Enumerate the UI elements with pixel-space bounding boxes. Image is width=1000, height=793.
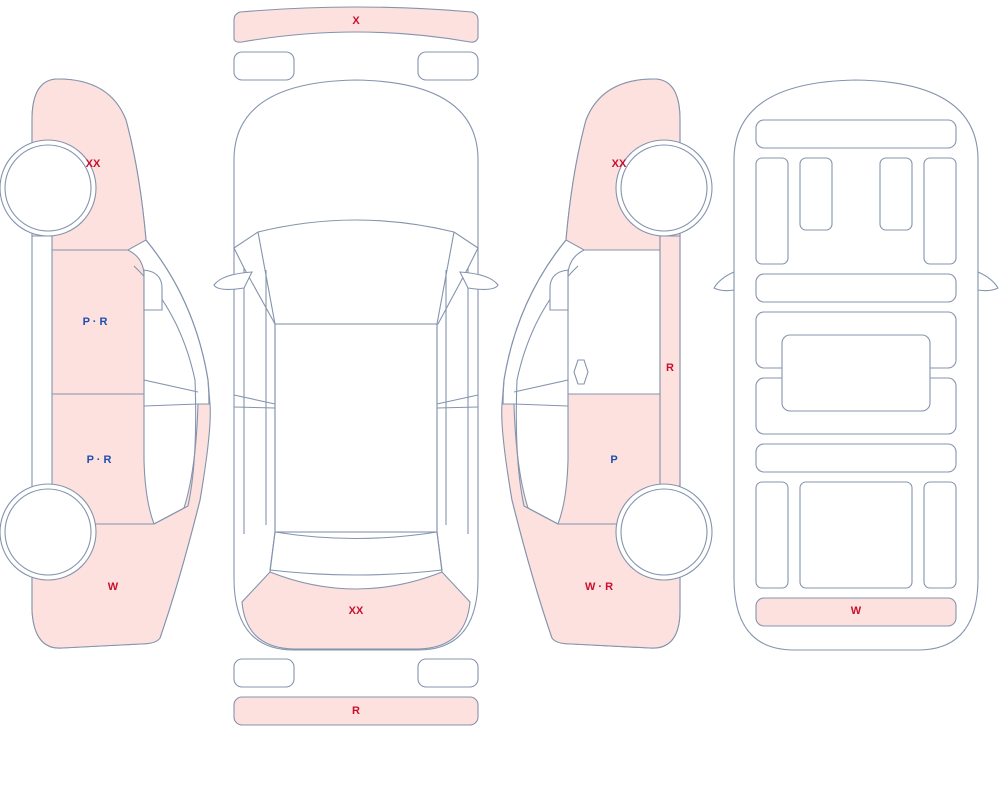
right-headlight bbox=[417, 51, 479, 81]
mark-right-rear-quarter: W · R bbox=[585, 581, 613, 593]
mark-right-front-fender: XX bbox=[612, 158, 627, 170]
left-door-divider bbox=[233, 394, 276, 409]
right-rear-quarter[interactable] bbox=[501, 403, 681, 649]
trunk-lid[interactable] bbox=[241, 571, 471, 650]
right-console-panel bbox=[879, 157, 913, 231]
right-door-divider bbox=[436, 394, 479, 409]
mark-front-bumper: X bbox=[352, 15, 360, 27]
right-window-line bbox=[445, 268, 469, 534]
mark-hood: XX bbox=[349, 605, 364, 617]
rear-bumper[interactable] bbox=[233, 696, 479, 726]
left-mirror-side bbox=[143, 269, 163, 311]
right-rear-seat-panel bbox=[923, 481, 957, 589]
damage-marks: X R XX W XX P · R P · R W XX R P W · R bbox=[83, 15, 862, 717]
mark-right-rear-door: P bbox=[610, 454, 617, 466]
trunk-floor-panel bbox=[799, 481, 913, 589]
mark-left-rear-door: P · R bbox=[87, 454, 112, 466]
underbody-view bbox=[713, 79, 999, 651]
rear-panel[interactable] bbox=[755, 597, 957, 627]
right-front-door[interactable] bbox=[567, 249, 661, 395]
left-rear-seat-panel bbox=[755, 481, 789, 589]
center-tunnel bbox=[781, 334, 931, 412]
front-crossmember bbox=[755, 273, 957, 303]
right-mirror-side bbox=[549, 269, 569, 311]
right-front-wheel bbox=[620, 144, 708, 232]
right-mirror[interactable] bbox=[459, 271, 499, 291]
underbody-left-mirror bbox=[713, 271, 735, 292]
right-door-handle bbox=[573, 359, 589, 385]
left-rear-quarter[interactable] bbox=[31, 403, 211, 649]
rear-window bbox=[269, 531, 443, 576]
mark-rear-bumper: R bbox=[352, 705, 360, 717]
right-front-seat-panel bbox=[923, 157, 957, 265]
right-rocker[interactable] bbox=[659, 235, 681, 487]
right-window-frame bbox=[501, 239, 579, 525]
left-headlight bbox=[233, 51, 295, 81]
left-rear-wheel bbox=[4, 488, 92, 576]
left-mirror[interactable] bbox=[213, 271, 253, 291]
mark-roof: W bbox=[851, 605, 862, 617]
mark-right-front-door: R bbox=[666, 362, 674, 374]
underbody-right-mirror bbox=[977, 271, 999, 292]
left-front-seat-panel bbox=[755, 157, 789, 265]
left-front-door[interactable] bbox=[51, 249, 145, 395]
left-window-line bbox=[243, 268, 267, 534]
right-taillight bbox=[417, 658, 479, 688]
left-window-frame bbox=[133, 239, 211, 525]
mark-left-front-fender: XX bbox=[86, 158, 101, 170]
rear-crossmember bbox=[755, 443, 957, 473]
mark-left-rear-quarter: W bbox=[108, 581, 119, 593]
front-bumper[interactable] bbox=[233, 6, 479, 43]
top-view bbox=[213, 6, 499, 726]
left-front-wheel bbox=[4, 144, 92, 232]
mark-left-front-door: P · R bbox=[83, 316, 108, 328]
right-side-view bbox=[501, 78, 713, 649]
left-taillight bbox=[233, 658, 295, 688]
dashboard-panel bbox=[755, 119, 957, 149]
left-side-view bbox=[0, 78, 211, 649]
roof-panel bbox=[274, 323, 438, 533]
right-rear-wheel bbox=[620, 488, 708, 576]
left-console-panel bbox=[799, 157, 833, 231]
windshield bbox=[233, 219, 479, 325]
